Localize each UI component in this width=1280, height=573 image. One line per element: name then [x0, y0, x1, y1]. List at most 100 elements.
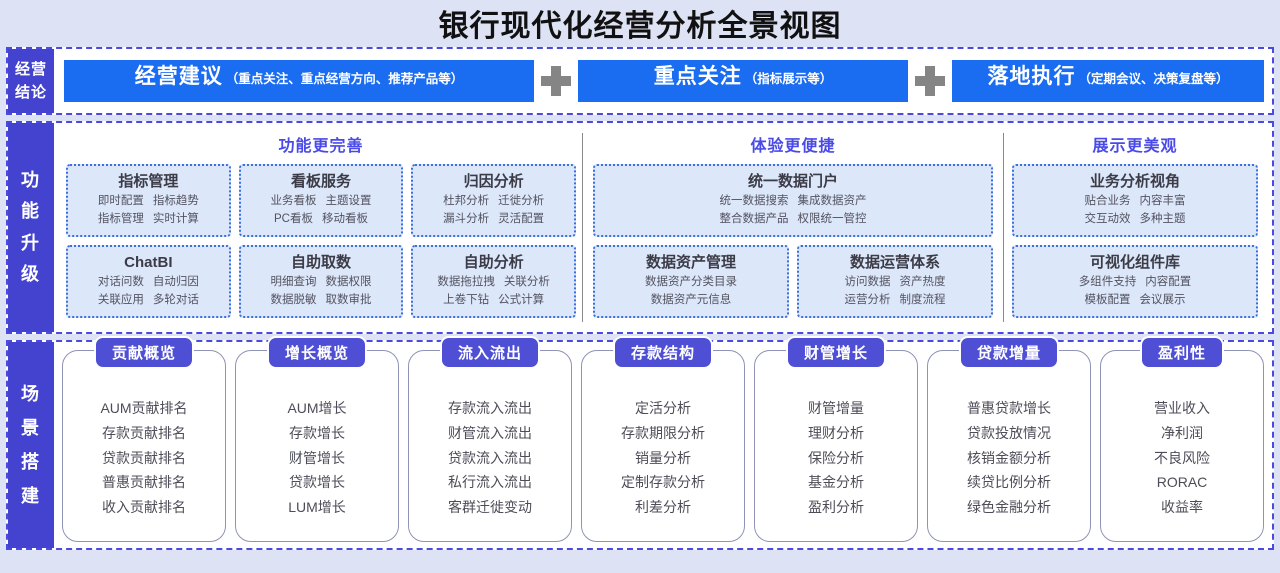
scenario-card-growth-overview[interactable]: 增长概览 AUM增长 存款增长 财管增长 贷款增长 LUM增长: [235, 338, 399, 542]
fn-label-2: 能: [21, 201, 41, 221]
feature-box-data-asset-management[interactable]: 数据资产管理 数据资产分类目录 数据资产元信息: [593, 245, 789, 318]
list-item: 存款增长: [289, 424, 345, 441]
feature-box-data-operation-system[interactable]: 数据运营体系 访问数据资产热度 运营分析制度流程: [797, 245, 993, 318]
list-item: 私行流入流出: [448, 474, 532, 491]
list-item: 客群迁徙变动: [448, 499, 532, 515]
feature-row: 统一数据搜索集成数据资产: [599, 193, 987, 211]
feature-tag: 多轮对话: [152, 293, 199, 306]
conclusion-box-focus-title: 重点关注: [653, 65, 742, 88]
conclusion-box-execution-subtitle: （定期会议、决策复盘等）: [1078, 72, 1229, 86]
conclusion-box-execution[interactable]: 落地执行 （定期会议、决策复盘等）: [952, 60, 1264, 102]
conclusion-box-advice[interactable]: 经营建议 （重点关注、重点经营方向、推荐产品等）: [64, 60, 534, 102]
band-scenario-body: 贡献概览 AUM贡献排名 存款贡献排名 贷款贡献排名 普惠贡献排名 收入贡献排名…: [54, 338, 1272, 548]
feature-row: 数据脱敏取数审批: [245, 292, 398, 310]
conclusion-row: 经营建议 （重点关注、重点经营方向、推荐产品等） 重点关注 （指标展示等） 落地…: [54, 49, 1272, 113]
feature-name: 看板服务: [290, 173, 351, 191]
feature-box-chatbi[interactable]: ChatBI 对话问数自动归因 关联应用多轮对话: [66, 245, 231, 318]
list-item: 贷款贡献排名: [102, 449, 186, 466]
feature-tag: 移动看板: [321, 212, 368, 225]
list-item: 贷款投放情况: [967, 424, 1051, 441]
scn-label-1: 场: [21, 383, 41, 404]
scn-label-3: 搭: [21, 452, 41, 472]
feature-tag: 统一数据搜索: [719, 195, 789, 208]
feature-tag: 杜邦分析: [443, 195, 490, 208]
feature-row: 数据拖拉拽关联分析: [417, 274, 570, 292]
feature-tag: 主题设置: [325, 195, 372, 208]
scenario-card-deposit-structure[interactable]: 存款结构 定活分析 存款期限分析 销量分析 定制存款分析 利差分析: [581, 338, 745, 542]
fn-label-3: 升: [21, 232, 41, 253]
feature-row: 业务看板主题设置: [245, 193, 398, 211]
feature-box-attribution-analysis[interactable]: 归因分析 杜邦分析迁徙分析 漏斗分析灵活配置: [411, 164, 576, 237]
list-item: 普惠贡献排名: [102, 474, 186, 491]
conclusion-box-advice-title: 经营建议: [134, 65, 223, 88]
scenario-tab[interactable]: 盈利性: [1141, 338, 1223, 367]
band-function-upgrade-body: 功能更完善 指标管理 即时配置指标趋势 指标管理实时计算 看板服务 业务看板主题…: [54, 123, 1272, 332]
scenario-list: 普惠贷款增长 贷款投放情况 核销金额分析 续贷比例分析 绿色金融分析: [928, 397, 1090, 518]
feature-tag: 数据资产元信息: [650, 293, 732, 306]
feature-box-metric-management[interactable]: 指标管理 即时配置指标趋势 指标管理实时计算: [66, 164, 231, 237]
list-item: 贷款流入流出: [448, 449, 532, 466]
feature-name: 数据资产管理: [645, 254, 736, 272]
feature-name: 统一数据门户: [747, 173, 838, 191]
feature-row: 运营分析制度流程: [803, 292, 987, 310]
scenario-tab[interactable]: 贷款增量: [960, 338, 1058, 367]
feature-tag: 关联分析: [503, 276, 550, 289]
list-item: 收益率: [1161, 499, 1203, 515]
feature-row: 即时配置指标趋势: [72, 193, 225, 211]
scenario-card-loan-increment[interactable]: 贷款增量 普惠贷款增长 贷款投放情况 核销金额分析 续贷比例分析 绿色金融分析: [927, 338, 1091, 542]
feature-row: 贴合业务内容丰富: [1018, 193, 1252, 211]
list-item: 基金分析: [808, 474, 864, 491]
column-function-completeness: 功能更完善 指标管理 即时配置指标趋势 指标管理实时计算 看板服务 业务看板主题…: [60, 127, 582, 326]
scenario-card-profitability[interactable]: 盈利性 营业收入 净利润 不良风险 RORAC 收益率: [1100, 338, 1264, 542]
list-item: 存款贡献排名: [102, 424, 186, 441]
list-item: 绿色金融分析: [967, 499, 1051, 515]
feature-tag: 关联应用: [97, 293, 144, 306]
column-heading-experience: 体验更便捷: [750, 138, 836, 155]
list-item: 定活分析: [635, 400, 691, 417]
band-function-upgrade: 功 能 升 级 功能更完善 指标管理 即时配置指标趋势 指标管理实时计算: [6, 121, 1274, 334]
feature-row: 指标管理实时计算: [72, 211, 225, 229]
feature-row: 数据资产分类目录: [599, 274, 783, 292]
feature-name: 可视化组件库: [1089, 254, 1180, 272]
scenario-tab[interactable]: 增长概览: [268, 338, 366, 367]
column-experience: 体验更便捷 统一数据门户 统一数据搜索集成数据资产 整合数据产品权限统一管控 数…: [583, 127, 1003, 326]
feature-box-dashboard-service[interactable]: 看板服务 业务看板主题设置 PC看板移动看板: [238, 164, 404, 237]
feature-tag: 自动归因: [152, 276, 199, 289]
feature-name: 自助分析: [463, 254, 524, 272]
conclusion-box-focus[interactable]: 重点关注 （指标展示等）: [578, 60, 908, 102]
band-function-upgrade-label: 功 能 升 级: [8, 123, 54, 332]
feature-tag: 贴合业务: [1084, 195, 1131, 208]
feature-box-self-service-query[interactable]: 自助取数 明细查询数据权限 数据脱敏取数审批: [238, 245, 404, 318]
band-conclusion-label-line-1: 经营: [14, 60, 47, 78]
scenario-card-inflow-outflow[interactable]: 流入流出 存款流入流出 财管流入流出 贷款流入流出 私行流入流出 客群迁徙变动: [408, 338, 572, 542]
feature-row: 模板配置会议展示: [1018, 292, 1252, 310]
scenario-row: 贡献概览 AUM贡献排名 存款贡献排名 贷款贡献排名 普惠贡献排名 收入贡献排名…: [54, 338, 1272, 548]
band-conclusion-label: 经营 结论: [8, 49, 54, 113]
scenario-card-contribution-overview[interactable]: 贡献概览 AUM贡献排名 存款贡献排名 贷款贡献排名 普惠贡献排名 收入贡献排名: [62, 338, 226, 542]
feature-tag: 公式计算: [498, 293, 545, 306]
list-item: 盈利分析: [808, 499, 864, 515]
list-item: 理财分析: [808, 424, 864, 441]
plus-icon-2: [914, 66, 946, 96]
feature-box-business-analysis-view[interactable]: 业务分析视角 贴合业务内容丰富 交互动效多种主题: [1012, 164, 1258, 237]
scenario-card-wealth-management-growth[interactable]: 财管增长 财管增量 理财分析 保险分析 基金分析 盈利分析: [754, 338, 918, 542]
feature-box-visualization-component-library[interactable]: 可视化组件库 多组件支持内容配置 模板配置会议展示: [1012, 245, 1258, 318]
feature-tag: 内容丰富: [1139, 195, 1186, 208]
feature-box-unified-data-portal[interactable]: 统一数据门户 统一数据搜索集成数据资产 整合数据产品权限统一管控: [593, 164, 993, 237]
fn-label-4: 级: [21, 264, 41, 284]
scenario-tab[interactable]: 贡献概览: [95, 338, 193, 367]
feature-box-self-service-analysis[interactable]: 自助分析 数据拖拉拽关联分析 上卷下钻公式计算: [411, 245, 576, 318]
scenario-list: 营业收入 净利润 不良风险 RORAC 收益率: [1101, 397, 1263, 518]
page-title: 银行现代化经营分析全景视图: [438, 10, 842, 43]
feature-tag: 会议展示: [1139, 293, 1186, 306]
scenario-tab[interactable]: 流入流出: [441, 338, 539, 367]
list-item: 财管增长: [289, 449, 345, 466]
feature-tag: 灵活配置: [498, 212, 545, 225]
feature-name: 自助取数: [290, 254, 351, 272]
scenario-tab[interactable]: 存款结构: [614, 338, 712, 367]
band-scenario: 场 景 搭 建 贡献概览 AUM贡献排名 存款贡献排名 贷款贡献排名 普惠贡献排…: [6, 338, 1274, 550]
feature-tag: 上卷下钻: [443, 293, 490, 306]
feature-tag: 漏斗分析: [443, 212, 490, 225]
list-item: 核销金额分析: [967, 449, 1051, 466]
scenario-tab[interactable]: 财管增长: [787, 338, 885, 367]
